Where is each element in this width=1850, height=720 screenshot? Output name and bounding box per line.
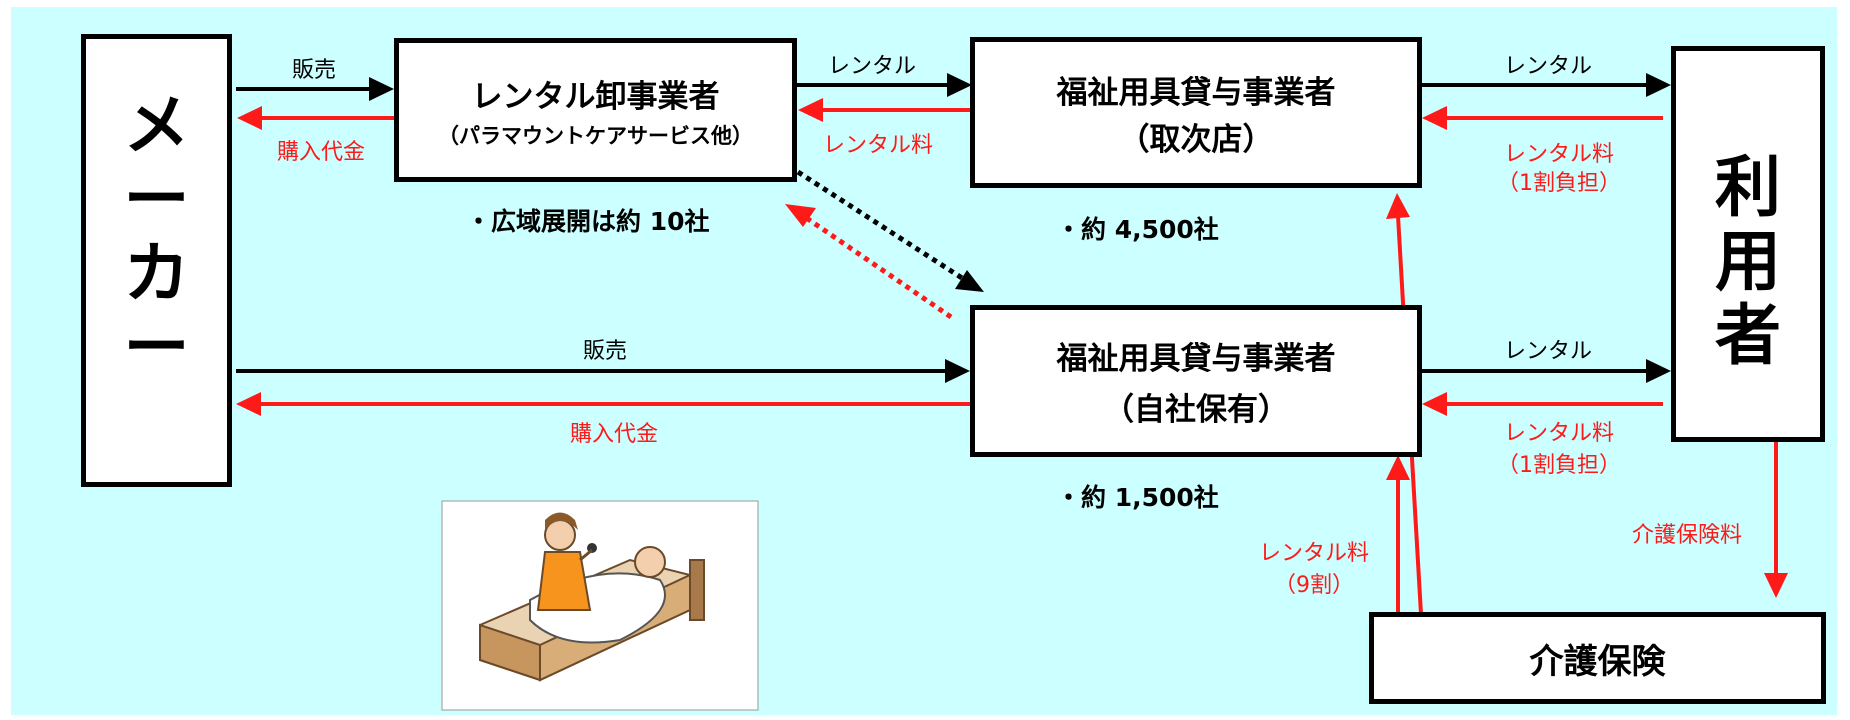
label-fee-user-to-agency-2: （1割負担） — [1497, 171, 1621, 196]
diagram-background — [11, 7, 1837, 715]
note-agency-count: ・約 4,500社 — [1056, 215, 1219, 244]
arrow-dotted-wholesaler-to-owner-head — [955, 270, 984, 292]
maker-char-3: カ — [123, 234, 190, 312]
user-char-2: 用 — [1715, 222, 1781, 300]
arrow-payment-wholesaler-to-maker-head — [237, 106, 262, 130]
label-fee-user-to-agency-1: レンタル料 — [1503, 142, 1615, 167]
maker-char-2: ー — [123, 160, 190, 238]
maker-char-1: メ — [123, 87, 190, 164]
maker-char-4: ー — [123, 308, 190, 386]
arrow-payment-owner-to-maker-head — [236, 392, 261, 416]
label-payment-owner-to-maker: 購入代金 — [569, 422, 659, 447]
arrow-fee-agency-to-wholesaler-head — [798, 98, 823, 122]
agency-subtitle: （取次店） — [1118, 121, 1274, 158]
arrow-dotted-owner-to-wholesaler-head — [785, 204, 816, 227]
agency-title: 福祉用具貸与事業者 — [1056, 74, 1336, 111]
label-fee-user-to-owner-2: （1割負担） — [1497, 453, 1621, 478]
label-premium-user-to-insurance: 介護保険料 — [1632, 523, 1743, 548]
label-payment-wholesaler-to-maker: 購入代金 — [276, 140, 366, 165]
label-fee-agency-to-wholesaler: レンタル料 — [822, 133, 934, 158]
arrow-fee-user-to-owner-head — [1422, 392, 1447, 416]
arrow-premium-user-to-insurance-head — [1764, 573, 1788, 598]
node-wholesaler: レンタル卸事業者 （パラマウントケアサービス他） — [394, 38, 797, 182]
node-insurance: 介護保険 — [1369, 612, 1826, 704]
label-sale-maker-to-wholesaler: 販売 — [291, 58, 337, 83]
label-fee-insurance-2: （9割） — [1274, 573, 1354, 598]
label-rental-agency-to-user: レンタル — [1503, 54, 1593, 79]
owner-title: 福祉用具貸与事業者 — [1056, 341, 1336, 377]
user-char-3: 者 — [1715, 296, 1781, 374]
note-wholesaler-count: ・広域展開は約 10社 — [466, 207, 710, 236]
arrow-sale-maker-to-wholesaler-head — [369, 77, 394, 101]
node-owner: 福祉用具貸与事業者 （自社保有） — [970, 305, 1422, 457]
label-sale-maker-to-owner: 販売 — [582, 339, 628, 364]
node-agency: 福祉用具貸与事業者 （取次店） — [970, 37, 1422, 188]
label-rental-wholesaler-to-agency: レンタル — [827, 54, 917, 79]
arrow-rental-owner-to-user-head — [1646, 359, 1671, 383]
arrow-fee-insurance-to-agency-head — [1386, 193, 1410, 219]
insurance-title: 介護保険 — [1529, 641, 1666, 682]
arrow-dotted-wholesaler-to-owner — [796, 169, 964, 281]
arrow-rental-agency-to-user-head — [1646, 73, 1671, 97]
care-bed-illustration-icon — [441, 500, 759, 711]
arrow-sale-maker-to-owner-head — [945, 359, 970, 383]
label-fee-user-to-owner-1: レンタル料 — [1503, 421, 1615, 446]
node-user: 利 用 者 — [1671, 46, 1825, 442]
arrow-fee-insurance-to-owner-head — [1386, 455, 1410, 480]
arrow-fee-user-to-agency-head — [1422, 106, 1447, 130]
arrow-rental-wholesaler-to-agency-head — [947, 73, 972, 97]
user-char-1: 利 — [1715, 149, 1781, 226]
label-rental-owner-to-user: レンタル — [1503, 339, 1593, 364]
label-fee-insurance-1: レンタル料 — [1258, 541, 1370, 566]
owner-subtitle: （自社保有） — [1103, 392, 1289, 428]
note-owner-count: ・約 1,500社 — [1056, 483, 1219, 512]
node-maker: メ ー カ ー — [81, 34, 232, 487]
wholesaler-subtitle: （パラマウントケアサービス他） — [438, 123, 753, 148]
wholesaler-title: レンタル卸事業者 — [471, 78, 720, 115]
